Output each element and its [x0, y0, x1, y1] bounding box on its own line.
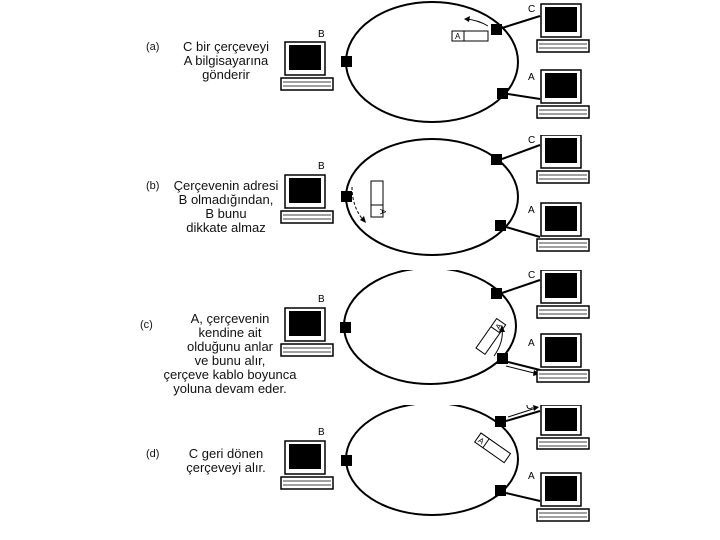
frame-divider	[490, 326, 501, 334]
frame-direction-arrow	[351, 186, 365, 222]
caption-tag: (c)	[140, 319, 153, 331]
computer-a	[536, 202, 590, 252]
computer-b	[280, 440, 334, 490]
label-b: B	[318, 29, 325, 40]
frame-packet	[451, 30, 489, 42]
label-a: A	[528, 338, 535, 349]
caption-a: (a) C bir çerçeveyi A bilgisayarına gönd…	[146, 40, 306, 82]
computer-b	[280, 174, 334, 224]
frame-packet-group: A	[475, 317, 507, 356]
label-c: C	[528, 270, 535, 281]
ring-cable	[345, 1, 519, 123]
computer-a	[536, 472, 590, 522]
frame-label: A	[494, 321, 505, 331]
computer-b	[280, 307, 334, 357]
cable-a	[507, 361, 541, 371]
arrow-head	[499, 325, 505, 332]
computer-c	[536, 135, 590, 184]
panel-d: (d) C geri dönen çerçeveyi alır. A	[0, 405, 720, 540]
cable-c	[501, 15, 541, 29]
node-connector-a	[495, 220, 506, 231]
caption-line: dikkate almaz	[186, 220, 266, 235]
label-b: B	[318, 427, 325, 438]
caption-line: A, çerçevenin	[190, 311, 270, 326]
caption-line: Çerçevenin adresi	[173, 178, 279, 193]
caption-line: B bunu	[205, 206, 247, 221]
frame-label: A	[378, 209, 387, 215]
caption-line: yoluna devam eder.	[173, 381, 287, 396]
node-connector-b	[341, 455, 352, 466]
label-a: A	[528, 471, 535, 482]
node-connector-c	[491, 154, 502, 165]
caption-b: (b) Çerçevenin adresi B olmadığından, B …	[146, 179, 306, 235]
computer-a	[536, 333, 590, 383]
node-connector-a	[497, 88, 508, 99]
frame-label: A	[455, 32, 461, 41]
cable-c	[501, 279, 541, 294]
node-connector-b	[341, 191, 352, 202]
caption-line: çerçeveyi alır.	[186, 460, 266, 475]
ring-cable	[345, 405, 519, 516]
caption-c: (c) A, çerçevenin kendine ait olduğunu a…	[140, 312, 320, 396]
label-a: A	[528, 72, 535, 83]
node-connector-b	[341, 56, 352, 67]
cable-a	[505, 492, 541, 502]
cable-c	[501, 144, 541, 160]
frame-copy-arrow	[505, 365, 539, 375]
panel-c: (c) A, çerçevenin kendine ait olduğunu a…	[0, 270, 720, 405]
caption-line: kendine ait	[198, 325, 262, 340]
frame-divider	[482, 438, 490, 449]
computer-a	[536, 69, 590, 119]
caption-tag: (d)	[146, 448, 160, 460]
node-connector-b	[340, 322, 351, 333]
frame-label: A	[476, 436, 486, 447]
node-connector-c	[495, 416, 506, 427]
ring-panel-a: A B C	[280, 1, 590, 123]
caption-line: gönderir	[202, 67, 250, 82]
caption-d: (d) C geri dönen çerçeveyi alır.	[146, 447, 306, 475]
caption-line: çerçeve kablo boyunca	[163, 367, 297, 382]
arrow-head	[360, 216, 366, 223]
label-a: A	[528, 205, 535, 216]
panel-b: (b) Çerçevenin adresi B olmadığından, B …	[0, 135, 720, 270]
computer-c	[536, 3, 590, 53]
cable-a	[505, 226, 541, 238]
frame-copy-arrow	[507, 407, 537, 418]
label-c: C	[528, 135, 535, 146]
panel-a: (a) C bir çerçeveyi A bilgisayarına gönd…	[0, 0, 720, 135]
ring-panel-c: A B C	[280, 270, 590, 385]
caption-line: A bilgisayarına	[183, 53, 269, 68]
label-b: B	[318, 294, 325, 305]
arrow-head	[464, 16, 470, 22]
cable-c	[505, 410, 541, 422]
cable-a	[507, 93, 541, 100]
frame-packet-group: A	[473, 432, 512, 464]
caption-line: olduğunu anlar	[186, 339, 274, 354]
caption-line: ve bunu alır,	[194, 353, 266, 368]
caption-line: C bir çerçeveyi	[183, 39, 269, 54]
arrow-head	[533, 405, 539, 411]
node-connector-a	[497, 353, 508, 364]
frame-packet	[370, 180, 384, 218]
frame-packet	[473, 432, 512, 464]
computer-c	[536, 405, 590, 450]
node-connector-c	[491, 288, 502, 299]
caption-tag: (b)	[146, 180, 160, 192]
frame-packet	[475, 317, 507, 356]
computer-b	[280, 41, 334, 91]
computer-c	[536, 270, 590, 319]
node-connector-a	[495, 485, 506, 496]
ring-panel-b: A B C	[280, 135, 590, 256]
label-b: B	[318, 161, 325, 172]
node-connector-c	[491, 24, 502, 35]
caption-line: C geri dönen	[188, 446, 264, 461]
ring-panel-d: A B C	[280, 405, 590, 522]
label-c: C	[528, 4, 535, 15]
caption-tag: (a)	[146, 41, 160, 53]
label-c: C	[526, 405, 533, 412]
caption-line: B olmadığından,	[178, 192, 274, 207]
